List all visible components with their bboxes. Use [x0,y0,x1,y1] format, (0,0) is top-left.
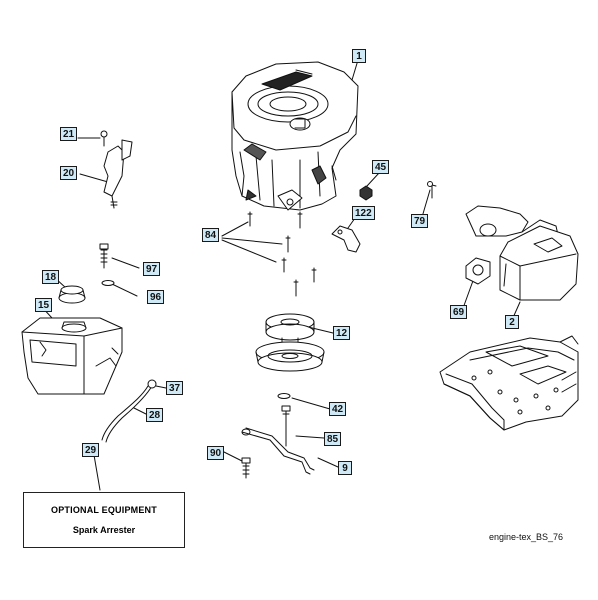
callout-45: 45 [372,160,390,174]
optional-equipment-item: Spark Arrester [72,525,136,535]
fuel-line-part [101,379,157,443]
callout-96: 96 [147,290,165,304]
callout-9: 9 [338,461,352,475]
callout-1: 1 [352,49,366,63]
bracket-part [100,130,133,209]
fuel-tank-part [21,317,123,395]
callout-28: 28 [146,408,164,422]
bolts-84 [247,211,317,297]
callout-2: 2 [505,315,519,329]
lower-hardware [241,393,315,479]
fuel-small-parts [58,243,115,304]
diagram-reference-label: engine-tex_BS_76 [489,532,564,542]
callout-42: 42 [329,402,347,416]
optional-equipment-title: OPTIONAL EQUIPMENT [51,505,157,515]
engine-part [231,61,359,211]
frame-part [439,335,579,431]
callout-18: 18 [42,270,60,284]
callout-84: 84 [202,228,220,242]
callout-97: 97 [143,262,161,276]
callout-69: 69 [450,305,468,319]
callout-20: 20 [60,166,78,180]
muffler-part [427,181,579,301]
callout-79: 79 [411,214,429,228]
callout-21: 21 [60,127,78,141]
callout-85: 85 [324,432,342,446]
callout-12: 12 [333,326,351,340]
callout-15: 15 [35,298,53,312]
callout-90: 90 [207,446,225,460]
nut-and-clip [331,185,373,253]
optional-equipment-box: OPTIONAL EQUIPMENT Spark Arrester [23,492,185,548]
callout-29: 29 [82,443,100,457]
callout-37: 37 [166,381,184,395]
pulley-part [255,313,325,372]
callout-122: 122 [352,206,375,220]
